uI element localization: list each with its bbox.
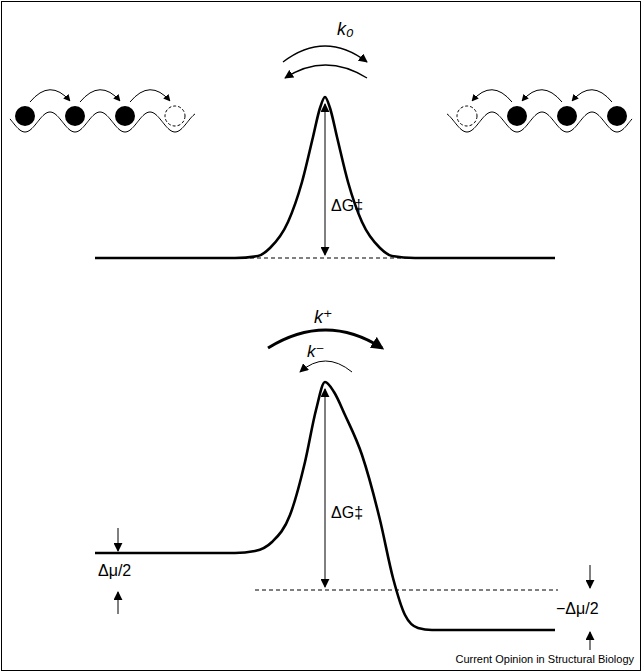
rate-label: k⁺ xyxy=(314,308,333,326)
reference-dashed-line xyxy=(236,258,414,259)
offset-arrow xyxy=(590,565,591,588)
particle xyxy=(65,106,85,126)
offset-arrow xyxy=(590,632,591,650)
reference-dashed-line xyxy=(255,590,558,591)
barrier-height-arrow xyxy=(325,104,326,255)
offset-arrow xyxy=(118,592,119,614)
hop-arrow xyxy=(522,90,562,102)
barrier-height-arrow xyxy=(325,389,326,587)
illustration-group xyxy=(10,46,632,650)
particle xyxy=(507,106,527,126)
energy-curve xyxy=(95,97,555,258)
rate-label: k₀ xyxy=(337,20,354,38)
hop-arrow xyxy=(572,90,612,102)
hop-arrow xyxy=(130,90,170,102)
credit-line: Current Opinion in Structural Biology xyxy=(455,654,634,665)
forward-rate-arrow xyxy=(268,330,382,348)
particle xyxy=(607,106,627,126)
hop-arrow xyxy=(80,90,120,102)
rate-label: k⁻ xyxy=(307,343,324,360)
energy-curve xyxy=(95,382,555,630)
rate-arrow xyxy=(283,46,367,62)
rate-arrow xyxy=(285,65,367,78)
offset-label: Δμ/2 xyxy=(98,563,131,579)
hop-arrow xyxy=(30,90,70,102)
barrier-label: ΔG‡ xyxy=(331,505,363,521)
vacancy xyxy=(165,106,185,126)
particle xyxy=(557,106,577,126)
backward-rate-arrow xyxy=(300,361,352,372)
vacancy xyxy=(457,106,477,126)
barrier-label: ΔG‡ xyxy=(331,198,363,214)
particle xyxy=(15,106,35,126)
offset-label: −Δμ/2 xyxy=(556,601,599,617)
hop-arrow xyxy=(472,90,512,102)
periodic-potential xyxy=(10,112,195,132)
particle xyxy=(115,106,135,126)
offset-arrow xyxy=(118,528,119,551)
